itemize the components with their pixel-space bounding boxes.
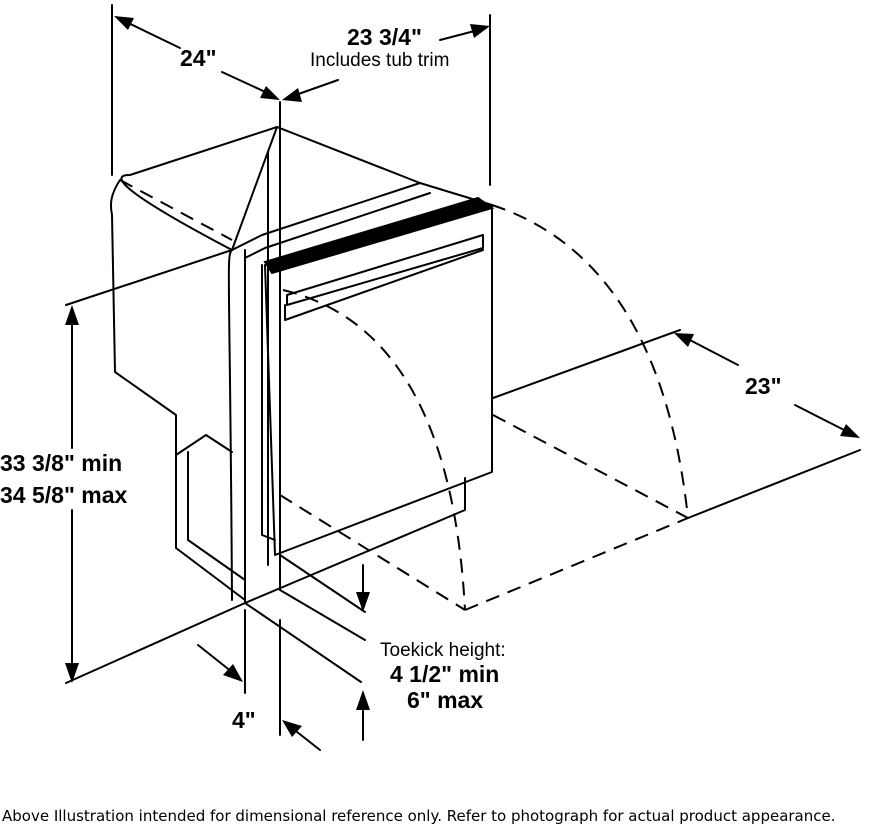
depth-label: 24" xyxy=(180,45,217,71)
toekick-label: Toekick height: xyxy=(380,640,506,661)
toekick xyxy=(244,477,466,641)
door-swing-arc xyxy=(119,179,689,611)
dimension-arrows xyxy=(65,16,860,751)
dishwasher-door xyxy=(261,101,495,591)
door-swing-label: 23" xyxy=(745,373,782,399)
extension-lines xyxy=(111,4,491,736)
caption-text: Above Illustration intended for dimensio… xyxy=(2,807,836,825)
height-max-label: 34 5/8" max xyxy=(0,482,127,508)
floor-lines xyxy=(65,249,861,684)
setback-label: 4" xyxy=(232,707,256,733)
toekick-min-label: 4 1/2" min xyxy=(390,661,499,687)
dishwasher-tub xyxy=(110,126,493,604)
width-label: 23 3/4" xyxy=(347,24,422,50)
toekick-max-label: 6" max xyxy=(407,687,483,713)
control-panel-strip xyxy=(263,196,495,275)
width-note: Includes tub trim xyxy=(310,50,449,71)
height-min-label: 33 3/8" min xyxy=(0,450,122,476)
